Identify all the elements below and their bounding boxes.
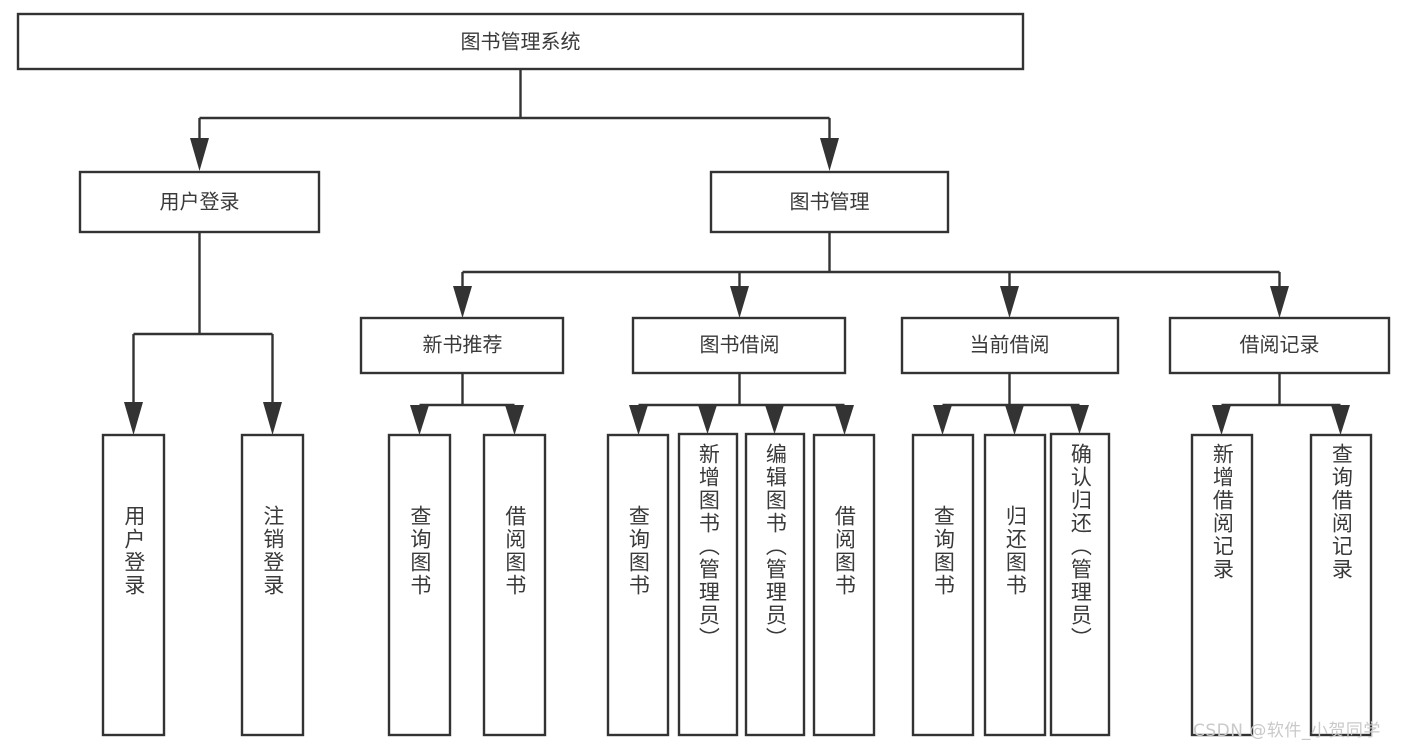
leaf-boxes-group bbox=[101, 432, 1373, 737]
arrow-head-borrow-record bbox=[1270, 286, 1289, 318]
arrow-head-leaf-add-borrow-record bbox=[1212, 405, 1231, 435]
connector-group-root bbox=[190, 69, 839, 171]
arrow-head-book-manage bbox=[820, 138, 839, 171]
node-book-manage[interactable]: 图书管理 bbox=[709, 170, 950, 234]
node-leaf-add-borrow-record-box[interactable] bbox=[1190, 433, 1254, 737]
node-leaf-query-borrow-record-box[interactable] bbox=[1309, 433, 1373, 737]
node-new-book-recommend-label: 新书推荐 bbox=[423, 333, 503, 357]
arrow-head-leaf-borrow-book-borrow bbox=[835, 405, 854, 435]
node-root[interactable]: 图书管理系统 bbox=[16, 12, 1025, 71]
connector-group-user-login bbox=[124, 232, 282, 435]
arrow-head-leaf-borrow-book-recommend bbox=[505, 405, 524, 435]
connector-group-book-manage bbox=[453, 232, 1289, 318]
node-current-borrow[interactable]: 当前借阅 bbox=[900, 316, 1120, 375]
node-leaf-confirm-return-admin-box[interactable] bbox=[1049, 432, 1111, 737]
node-book-borrow[interactable]: 图书借阅 bbox=[631, 316, 847, 375]
node-leaf-return-book-box[interactable] bbox=[983, 433, 1047, 737]
arrow-head-leaf-query-book-current bbox=[933, 405, 952, 435]
node-leaf-edit-book-admin-box[interactable] bbox=[744, 432, 806, 737]
node-book-manage-label: 图书管理 bbox=[790, 190, 870, 214]
node-book-borrow-label: 图书借阅 bbox=[700, 333, 780, 357]
node-user-login-box[interactable] bbox=[78, 170, 321, 234]
node-borrow-record-label: 借阅记录 bbox=[1240, 333, 1320, 357]
node-leaf-borrow-book-borrow-box[interactable] bbox=[812, 433, 876, 737]
arrow-head-leaf-add-book-admin bbox=[698, 405, 717, 434]
arrow-head-leaf-logout bbox=[263, 402, 282, 435]
arrow-head-new-book-recommend bbox=[453, 286, 472, 318]
csdn-watermark: CSDN @软件_小贺同学 bbox=[1193, 721, 1381, 741]
arrow-head-user-login bbox=[190, 138, 209, 171]
node-leaf-add-book-admin-box[interactable] bbox=[677, 432, 739, 737]
node-borrow-record[interactable]: 借阅记录 bbox=[1168, 316, 1391, 375]
arrow-head-leaf-query-borrow-record bbox=[1331, 405, 1350, 435]
arrow-head-current-borrow bbox=[1000, 286, 1019, 318]
node-user-login-label: 用户登录 bbox=[160, 190, 240, 214]
node-leaf-query-book-borrow-box[interactable] bbox=[606, 433, 670, 737]
node-new-book-recommend-box[interactable] bbox=[359, 316, 565, 375]
connector-group-current-borrow bbox=[933, 373, 1089, 435]
node-leaf-query-book-current-box[interactable] bbox=[911, 433, 975, 737]
node-book-manage-box[interactable] bbox=[709, 170, 950, 234]
node-current-borrow-label: 当前借阅 bbox=[970, 333, 1050, 357]
node-leaf-query-book-recommend-box[interactable] bbox=[387, 433, 452, 737]
node-new-book-recommend[interactable]: 新书推荐 bbox=[359, 316, 565, 375]
node-leaf-user-login-box[interactable] bbox=[101, 433, 166, 737]
connector-group-book-borrow bbox=[629, 373, 854, 435]
node-borrow-record-box[interactable] bbox=[1168, 316, 1391, 375]
arrow-head-leaf-confirm-return-admin bbox=[1070, 405, 1089, 434]
connector-group-borrow-record bbox=[1212, 373, 1350, 435]
node-root-label: 图书管理系统 bbox=[461, 30, 581, 54]
node-leaf-logout-box[interactable] bbox=[240, 433, 305, 737]
node-book-borrow-box[interactable] bbox=[631, 316, 847, 375]
arrow-head-leaf-query-book-borrow bbox=[629, 405, 648, 435]
connector-group-new-book-recommend bbox=[410, 373, 524, 435]
arrow-head-leaf-edit-book-admin bbox=[765, 405, 784, 434]
arrow-head-leaf-return-book bbox=[1005, 405, 1024, 435]
arrow-head-leaf-query-book-recommend bbox=[410, 405, 429, 435]
arrow-head-book-borrow bbox=[730, 286, 749, 318]
arrow-head-leaf-user-login bbox=[124, 402, 143, 435]
node-current-borrow-box[interactable] bbox=[900, 316, 1120, 375]
node-root-box[interactable] bbox=[16, 12, 1025, 71]
node-user-login[interactable]: 用户登录 bbox=[78, 170, 321, 234]
node-leaf-borrow-book-recommend-box[interactable] bbox=[482, 433, 547, 737]
